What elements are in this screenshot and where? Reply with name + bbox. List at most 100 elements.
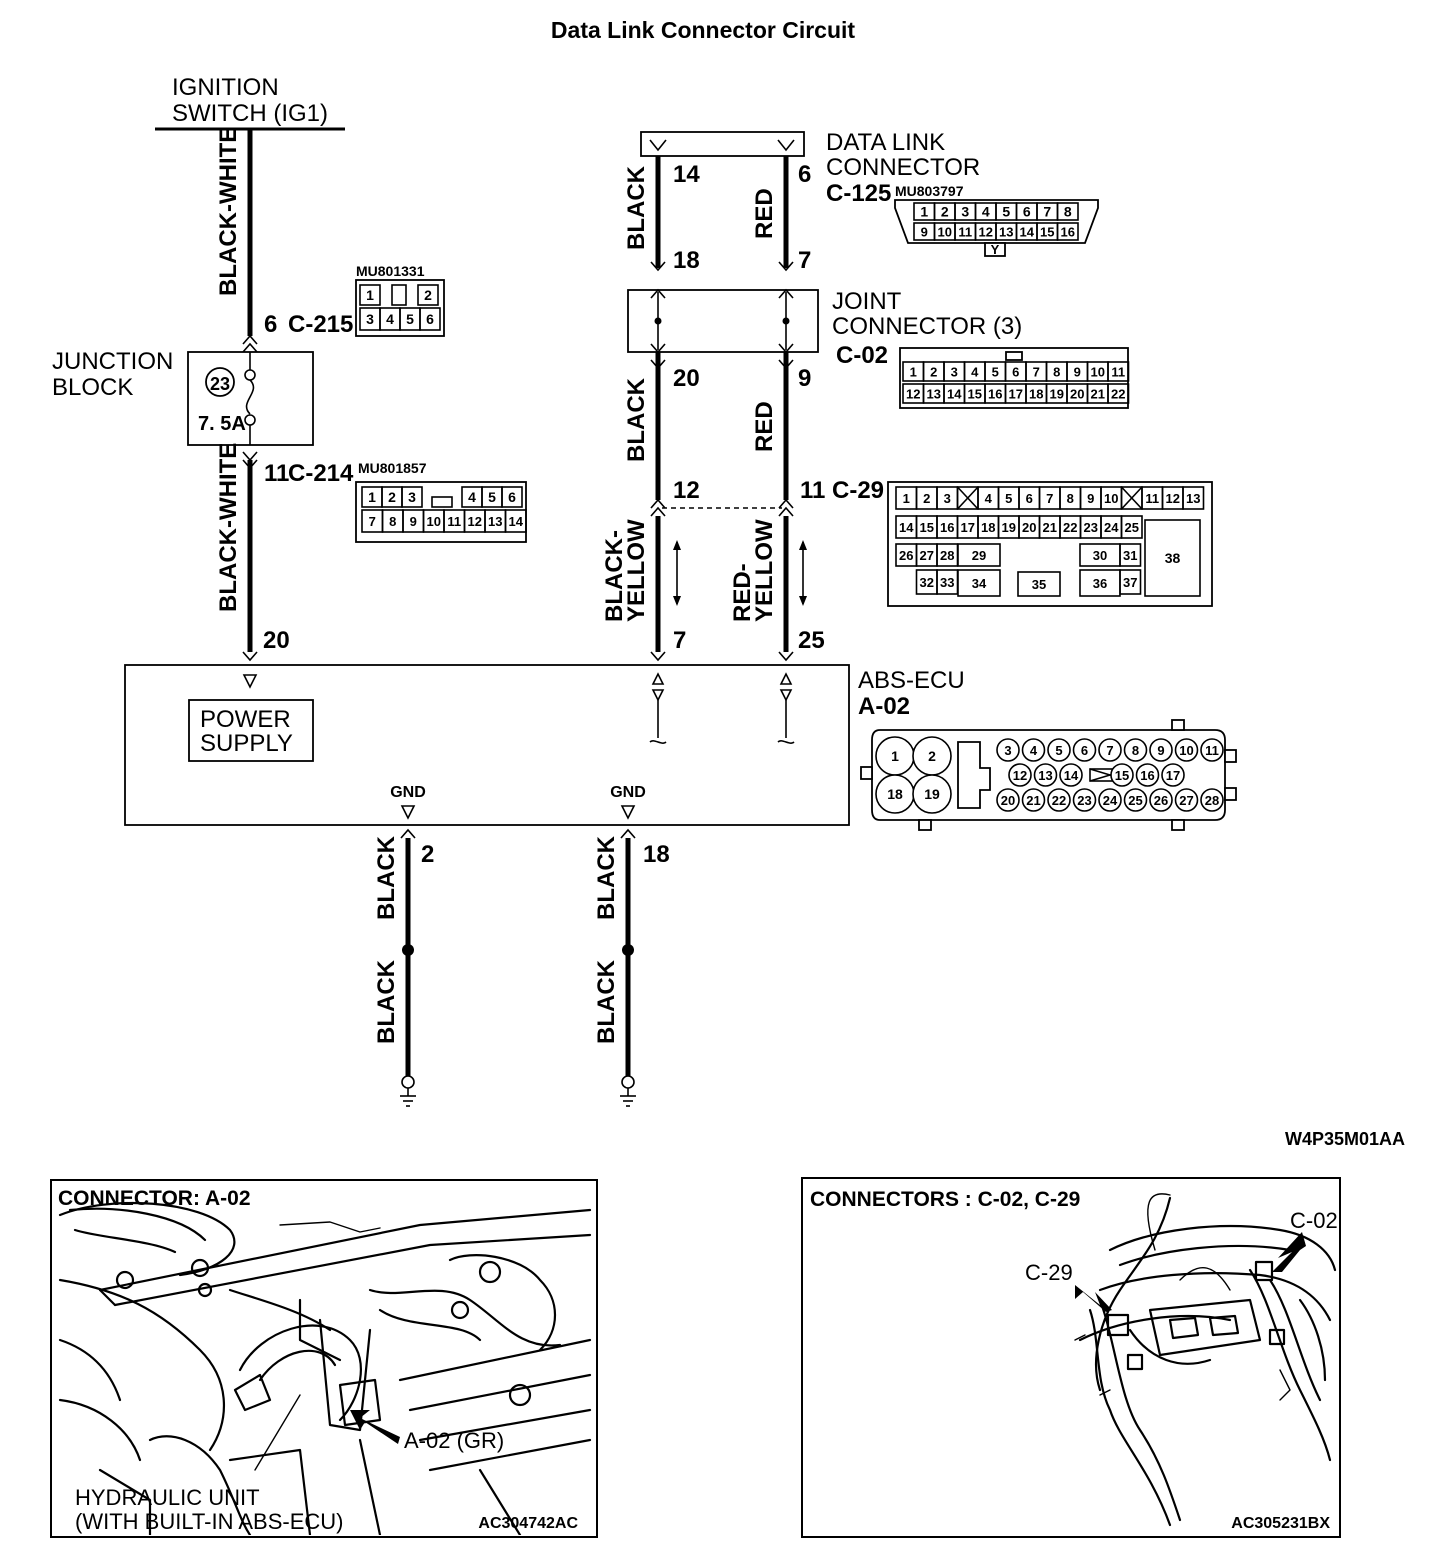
svg-text:29: 29 [972, 548, 986, 563]
svg-text:7: 7 [1043, 204, 1051, 220]
comm-arrow-left [673, 540, 681, 606]
svg-text:7: 7 [1106, 743, 1113, 758]
svg-text:1: 1 [368, 489, 376, 505]
pin-cell: 9 [1149, 738, 1173, 762]
pin-cell: 1 [875, 736, 915, 776]
wire-label-black-gnd-left-upper: BLACK [373, 835, 400, 920]
inset-right-callout-c29: C-29 [1025, 1260, 1073, 1285]
wire-label-black-joint: BLACK [623, 377, 650, 462]
svg-text:5: 5 [1002, 204, 1010, 220]
svg-text:3: 3 [951, 365, 958, 380]
svg-text:10: 10 [938, 225, 952, 240]
svg-text:1: 1 [903, 491, 910, 506]
svg-text:2: 2 [388, 489, 396, 505]
svg-text:31: 31 [1123, 548, 1137, 563]
pin-cell: 24 [1098, 788, 1122, 812]
wire-label-red-yellow-1: RED- [729, 563, 756, 622]
svg-text:5: 5 [488, 489, 496, 505]
power-supply-box [188, 699, 314, 762]
svg-text:6: 6 [508, 489, 516, 505]
c215-id: C-215 [288, 311, 353, 338]
data-link-connector: DATA LINK CONNECTOR C-125 MU803797 [640, 129, 980, 207]
svg-text:21: 21 [1026, 793, 1040, 808]
svg-text:22: 22 [1111, 387, 1125, 402]
fuse-rating: 7. 5A [198, 413, 246, 435]
svg-text:9: 9 [921, 225, 928, 240]
gnd-label-left: GND [390, 784, 426, 801]
pin-cell: 17 [1161, 763, 1185, 787]
svg-text:10: 10 [1179, 743, 1193, 758]
pin-cell: 6 [419, 307, 441, 331]
ignition-label-line1: IGNITION [172, 74, 279, 101]
pin-cell: 21 [1038, 515, 1061, 539]
pin-cell: 37 [1119, 569, 1142, 595]
inset-right-callout-c02: C-02 [1290, 1208, 1338, 1233]
pin-cell: 11 [1107, 361, 1130, 382]
pin-cell: 23 [1079, 515, 1102, 539]
dlc-label-line1: DATA LINK [826, 129, 945, 156]
pin-cell: 8 [1123, 738, 1148, 762]
pin-cell: 21 [1086, 383, 1109, 404]
pin-cell: 18 [875, 774, 915, 814]
pin-cell: 14 [1059, 763, 1083, 787]
svg-text:6: 6 [1081, 743, 1088, 758]
svg-text:6: 6 [1012, 365, 1019, 380]
svg-text:9: 9 [1157, 743, 1164, 758]
svg-text:14: 14 [1020, 225, 1035, 240]
inset-connectors-c02-c29: CONNECTORS : C-02, C-29 C-02 C-29 AC3052… [801, 1177, 1341, 1538]
svg-text:20: 20 [1070, 387, 1084, 402]
pin-cell: 15 [1110, 763, 1134, 787]
wire-label-black-white-lower: BLACK-WHITE [215, 443, 242, 612]
svg-text:36: 36 [1093, 576, 1107, 591]
c29-id: C-29 [832, 477, 884, 504]
splice-dot-right [622, 944, 634, 956]
pin-gnd-left: 2 [421, 841, 434, 868]
svg-text:4: 4 [985, 491, 993, 506]
inset-right-ref: AC305231BX [1231, 1515, 1330, 1532]
pin-cell: 2 [912, 736, 952, 776]
splice-dot-left [402, 944, 414, 956]
svg-text:12: 12 [906, 387, 920, 402]
svg-text:19: 19 [924, 786, 940, 802]
pin-cell: 17 [956, 515, 979, 539]
svg-text:20: 20 [1022, 520, 1036, 535]
pin-cell: 14 [895, 515, 918, 539]
inset-left-title: CONNECTOR: A-02 [58, 1187, 251, 1210]
c214-part: MU801857 [358, 460, 427, 476]
svg-text:11: 11 [958, 225, 972, 240]
svg-text:20: 20 [1001, 793, 1015, 808]
pin-cell: 20 [1066, 383, 1089, 404]
pin-cell: 29 [957, 543, 1001, 567]
pin-cell: 35 [1017, 571, 1061, 597]
svg-text:1: 1 [366, 287, 374, 303]
pin-c29-left: 12 [673, 477, 700, 504]
svg-text:4: 4 [1030, 743, 1038, 758]
c214-id: C-214 [288, 460, 354, 487]
wire-label-black-gnd-right-upper: BLACK [593, 835, 620, 920]
pin-cell: 12 [1161, 486, 1184, 510]
svg-text:15: 15 [1115, 768, 1129, 783]
svg-text:16: 16 [940, 520, 954, 535]
svg-text:25: 25 [1128, 793, 1142, 808]
pin-jb-out: 20 [263, 627, 290, 654]
svg-text:26: 26 [899, 548, 913, 563]
wire-label-black-yellow-1: BLACK- [601, 530, 628, 622]
pin-cell: 6 [501, 486, 523, 508]
svg-text:17: 17 [1009, 387, 1023, 402]
pin-cell: 26 [895, 543, 918, 567]
dash-harness-sketch [1074, 1193, 1337, 1527]
wire-label-red-dlc: RED [751, 188, 778, 239]
svg-text:17: 17 [1166, 768, 1180, 783]
engine-bay-sketch [58, 1201, 592, 1535]
dlc-id: C-125 [826, 180, 891, 207]
pin-cell: 3 [401, 486, 423, 508]
pin-cell: 13 [484, 509, 507, 533]
svg-text:38: 38 [1165, 550, 1181, 566]
svg-text:33: 33 [940, 575, 954, 590]
abs-label: ABS-ECU [858, 667, 965, 694]
pin-cell: 12 [974, 222, 997, 241]
svg-text:12: 12 [1013, 768, 1027, 783]
